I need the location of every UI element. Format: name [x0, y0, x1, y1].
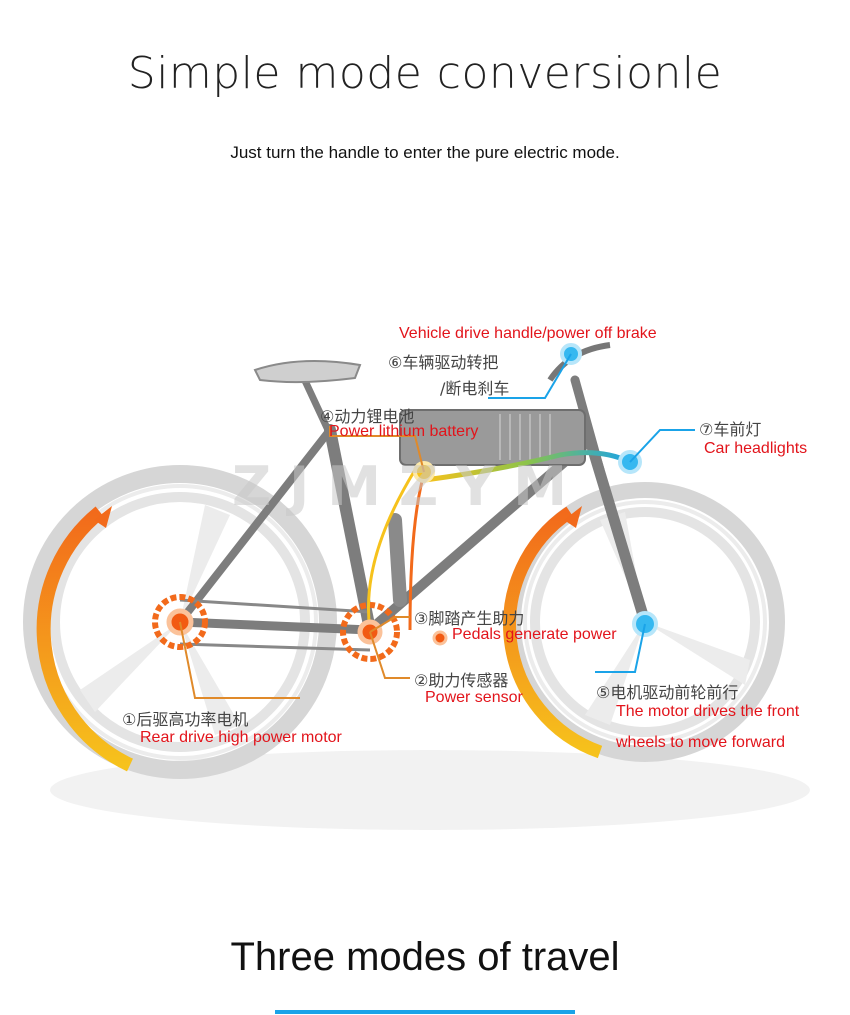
sensor-label-cn: ②助力传感器 — [414, 667, 508, 691]
ebike-illustration — [0, 300, 850, 860]
watermark: ZJMZYM — [232, 455, 585, 518]
headlight-label-cn: ⑦车前灯 — [699, 416, 761, 440]
handle-label-en: Vehicle drive handle/power off brake — [399, 325, 657, 343]
rear-motor-label-cn: ①后驱高功率电机 — [122, 706, 248, 730]
front-motor-label-cn: ⑤电机驱动前轮前行 — [596, 679, 738, 703]
section-title: Three modes of travel — [0, 935, 850, 980]
front-motor-label-en-2: wheels to move forward — [616, 734, 785, 752]
rear-motor-label-en: Rear drive high power motor — [140, 729, 342, 747]
headlight-label-en: Car headlights — [704, 440, 807, 458]
battery-label-en: Power lithium battery — [329, 423, 478, 441]
page-title: Simple mode conversionle — [0, 48, 850, 99]
page-subtitle: Just turn the handle to enter the pure e… — [0, 143, 850, 163]
hotspot-pedal-sensor — [434, 632, 446, 644]
handle-label-cn-1: ⑥车辆驱动转把 — [388, 349, 498, 373]
saddle — [255, 361, 360, 382]
front-motor-label-en-1: The motor drives the front — [616, 703, 799, 721]
pedals-label-en: Pedals generate power — [452, 626, 617, 644]
section-divider — [275, 1010, 575, 1014]
sensor-label-en: Power sensor — [425, 689, 523, 707]
handle-label-cn-2: /断电刹车 — [440, 375, 509, 399]
